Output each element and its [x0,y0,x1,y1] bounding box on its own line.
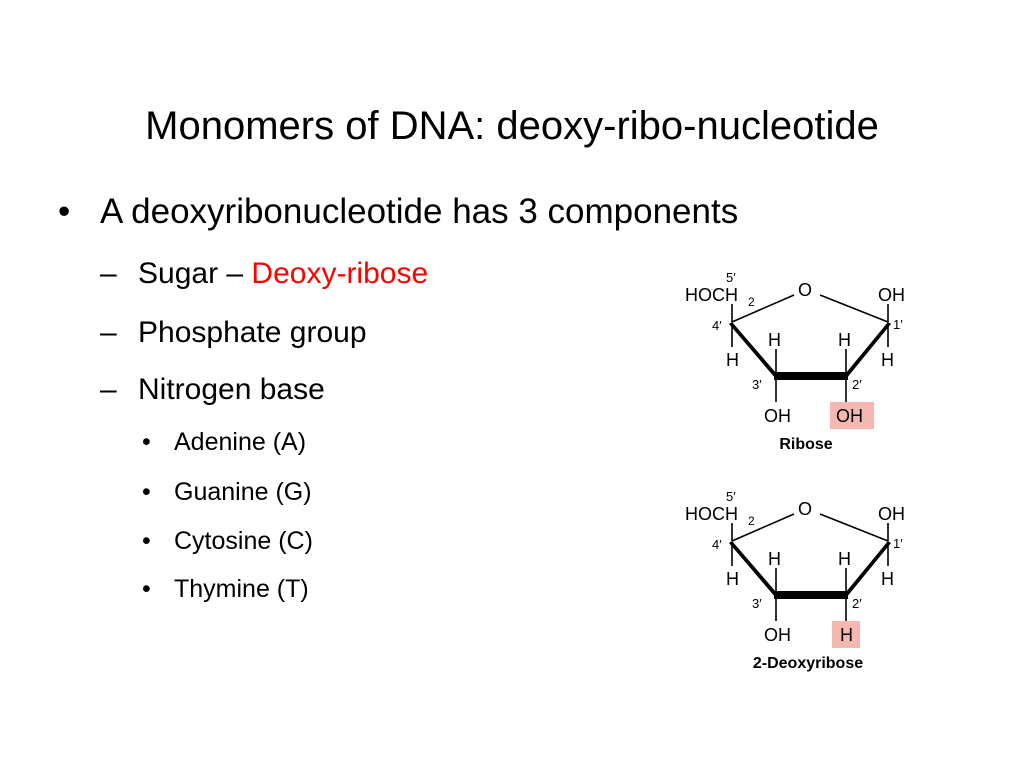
wedge-bond [846,541,891,598]
bold-bond [774,372,848,380]
bond [731,294,795,323]
c1-label: 1′ [893,536,903,551]
base-item: • Adenine (A) [142,425,306,459]
base-item: • Thymine (T) [142,572,309,606]
component-base-label: Nitrogen base [138,373,325,406]
hoch-label: HOCH [685,285,738,305]
c1-h: H [881,350,894,370]
dash: – [100,373,117,406]
c1-h: H [881,569,894,589]
c1-oh: OH [878,285,905,305]
slide-title: Monomers of DNA: deoxy-ribo-nucleotide [145,104,879,148]
bold-bond [774,591,848,599]
deoxyribose-structure: 5′ HOCH 2 O OH 4′ 1′ H H H H 3′ 2′ OH H … [685,489,905,672]
ring-oxygen: O [798,280,812,300]
main-bullet: • A deoxyribonucleotide has 3 components [58,188,738,236]
c5-label: 5′ [726,489,736,504]
c5-label: 5′ [726,270,736,285]
dash: – [100,257,117,290]
c3-oh: OH [764,625,791,645]
c1-label: 1′ [893,317,903,332]
c2-h: H [838,330,851,350]
c3-label: 3′ [752,596,762,611]
c3-label: 3′ [752,377,762,392]
c3-h: H [768,330,781,350]
c2-h: H [838,549,851,569]
bullet-dot: • [142,575,151,603]
c3-h: H [768,549,781,569]
component-phosphate: –Phosphate group [100,313,367,353]
bullet-dot: • [142,527,151,555]
c4-h: H [726,350,739,370]
wedge-bond [729,322,776,379]
c4-label: 4′ [712,537,722,552]
base-item-label: Adenine (A) [174,428,307,456]
main-bullet-text: A deoxyribonucleotide has 3 components [100,192,739,231]
subscript-2: 2 [748,514,755,528]
base-item-label: Guanine (G) [174,478,312,506]
subscript-2: 2 [748,295,755,309]
c2-highlight-box [830,402,874,429]
bullet-dot: • [58,192,71,231]
bullet-dot: • [142,428,151,456]
c2-group: OH [836,406,863,426]
c2-label: 2′ [852,377,862,392]
wedge-bond [729,541,776,598]
base-item-label: Cytosine (C) [174,527,313,555]
ribose-structure: 5′ HOCH 2 O OH 4′ 1′ H H H H 3′ 2′ OH OH… [685,270,905,453]
c3-oh: OH [764,406,791,426]
base-item: • Guanine (G) [142,475,312,509]
bond [731,513,795,542]
wedge-bond [846,322,891,379]
bond [819,294,889,323]
component-sugar-highlight: Deoxy-ribose [251,257,429,290]
bond [819,513,889,542]
bullet-dot: • [142,478,151,506]
ribose-label: Ribose [779,436,832,453]
hoch-label: HOCH [685,504,738,524]
c2-label: 2′ [852,596,862,611]
c4-label: 4′ [712,318,722,333]
component-phosphate-label: Phosphate group [138,316,367,349]
c2-group: H [840,625,853,645]
component-sugar-label: Sugar – [138,257,252,290]
deoxyribose-label: 2-Deoxyribose [753,655,863,672]
base-item: • Cytosine (C) [142,524,313,558]
component-sugar: –Sugar – Deoxy-ribose [100,254,428,294]
c1-oh: OH [878,504,905,524]
dash: – [100,316,117,349]
c4-h: H [726,569,739,589]
ring-oxygen: O [798,499,812,519]
base-item-label: Thymine (T) [174,575,309,603]
c2-highlight-box [832,621,860,648]
component-base: –Nitrogen base [100,370,325,410]
